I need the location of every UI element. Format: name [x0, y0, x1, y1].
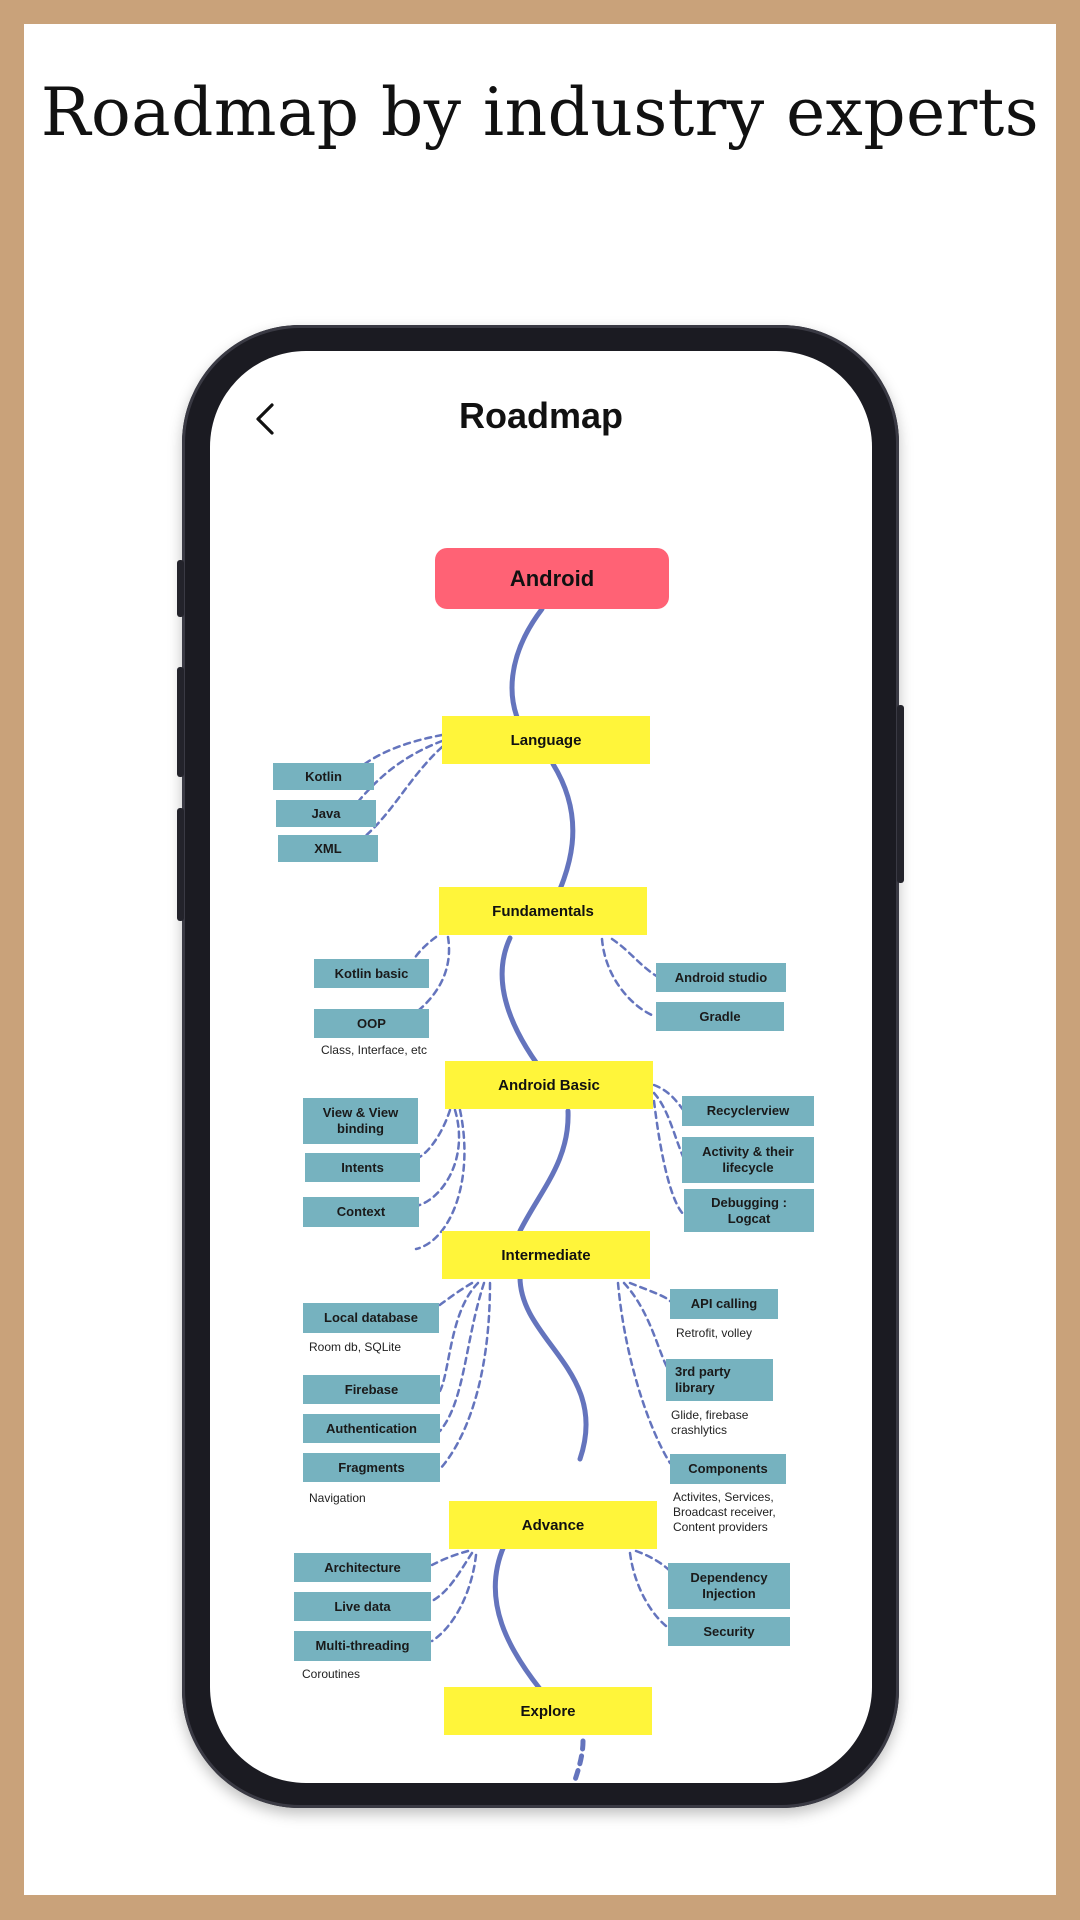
branch-connector — [414, 1108, 466, 1251]
branch-connector — [430, 1553, 478, 1643]
stage-advance[interactable]: Advance — [449, 1501, 657, 1549]
branch-connector — [622, 1281, 670, 1371]
stage-explore[interactable]: Explore — [444, 1687, 652, 1735]
phone-volume-down-button — [177, 808, 184, 921]
explore-continuation — [571, 1738, 586, 1783]
main-path-segment — [517, 1108, 571, 1234]
leaf-firebase[interactable]: Firebase — [303, 1375, 440, 1404]
headline-text: Roadmap by industry experts — [40, 74, 1040, 151]
main-path-segment — [499, 935, 553, 1084]
leaf-oop[interactable]: OOP — [314, 1009, 429, 1038]
leaf-components[interactable]: Components — [670, 1454, 786, 1484]
branch-connector — [414, 1108, 461, 1208]
phone-screen: Roadmap Android Language Kotlin Java XML… — [210, 351, 872, 1783]
note-api-calling: Retrofit, volley — [676, 1326, 753, 1340]
leaf-kotlin[interactable]: Kotlin — [273, 763, 374, 790]
phone-action-button — [177, 560, 184, 617]
root-node-android[interactable]: Android — [435, 548, 669, 609]
branch-connector — [634, 1549, 672, 1573]
branch-connector — [600, 937, 656, 1018]
note-oop: Class, Interface, etc — [320, 1043, 428, 1057]
branch-connector — [438, 1281, 480, 1393]
stage-intermediate[interactable]: Intermediate — [442, 1231, 650, 1279]
branch-connector — [616, 1281, 672, 1465]
leaf-dependency-injection[interactable]: Dependency Injection — [668, 1563, 790, 1609]
branch-connector — [347, 739, 444, 815]
branch-connector — [438, 1281, 486, 1433]
note-multi-threading: Coroutines — [302, 1667, 361, 1681]
leaf-debugging-logcat[interactable]: Debugging : Logcat — [684, 1189, 814, 1232]
note-fragments: Navigation — [309, 1491, 366, 1505]
stage-fundamentals[interactable]: Fundamentals — [439, 887, 647, 935]
leaf-security[interactable]: Security — [668, 1617, 790, 1646]
leaf-view-binding[interactable]: View & View binding — [303, 1098, 418, 1144]
branch-connector — [438, 1281, 492, 1471]
stage-language[interactable]: Language — [442, 716, 650, 764]
branch-connector — [652, 1099, 686, 1217]
leaf-fragments[interactable]: Fragments — [303, 1453, 440, 1482]
note-3rd-party-library: Glide, firebase crashlytics — [671, 1408, 749, 1437]
leaf-context[interactable]: Context — [303, 1197, 419, 1227]
leaf-kotlin-basic[interactable]: Kotlin basic — [314, 959, 429, 988]
stage-android-basic[interactable]: Android Basic — [445, 1061, 653, 1109]
leaf-java[interactable]: Java — [276, 800, 376, 827]
leaf-activity-lifecycle[interactable]: Activity & their lifecycle — [682, 1137, 814, 1183]
leaf-android-studio[interactable]: Android studio — [656, 963, 786, 992]
leaf-recyclerview[interactable]: Recyclerview — [682, 1096, 814, 1126]
branch-connector — [628, 1551, 672, 1631]
branch-connector — [430, 1549, 470, 1567]
leaf-xml[interactable]: XML — [278, 835, 378, 862]
phone-volume-up-button — [177, 667, 184, 777]
leaf-multi-threading[interactable]: Multi-threading — [294, 1631, 431, 1661]
note-local-database: Room db, SQLite — [309, 1340, 402, 1354]
note-components: Activites, Services, Broadcast receiver,… — [673, 1490, 776, 1534]
main-path-segment — [492, 1543, 543, 1692]
leaf-live-data[interactable]: Live data — [294, 1592, 431, 1621]
leaf-gradle[interactable]: Gradle — [656, 1002, 784, 1031]
leaf-3rd-party-library[interactable]: 3rd party library — [666, 1359, 773, 1401]
back-button[interactable] — [246, 397, 286, 441]
branch-connector — [430, 1551, 474, 1603]
branch-connector — [610, 937, 660, 979]
phone-power-button — [897, 705, 904, 883]
branch-connector — [628, 1281, 672, 1303]
leaf-authentication[interactable]: Authentication — [303, 1414, 440, 1443]
leaf-intents[interactable]: Intents — [305, 1153, 420, 1182]
chevron-left-icon — [256, 403, 274, 435]
leaf-local-database[interactable]: Local database — [303, 1303, 439, 1333]
leaf-api-calling[interactable]: API calling — [670, 1289, 778, 1319]
main-path-segment — [517, 1274, 589, 1462]
screen-title: Roadmap — [458, 395, 624, 436]
headline: Roadmap by industry experts — [0, 78, 1080, 148]
leaf-architecture[interactable]: Architecture — [294, 1553, 431, 1582]
